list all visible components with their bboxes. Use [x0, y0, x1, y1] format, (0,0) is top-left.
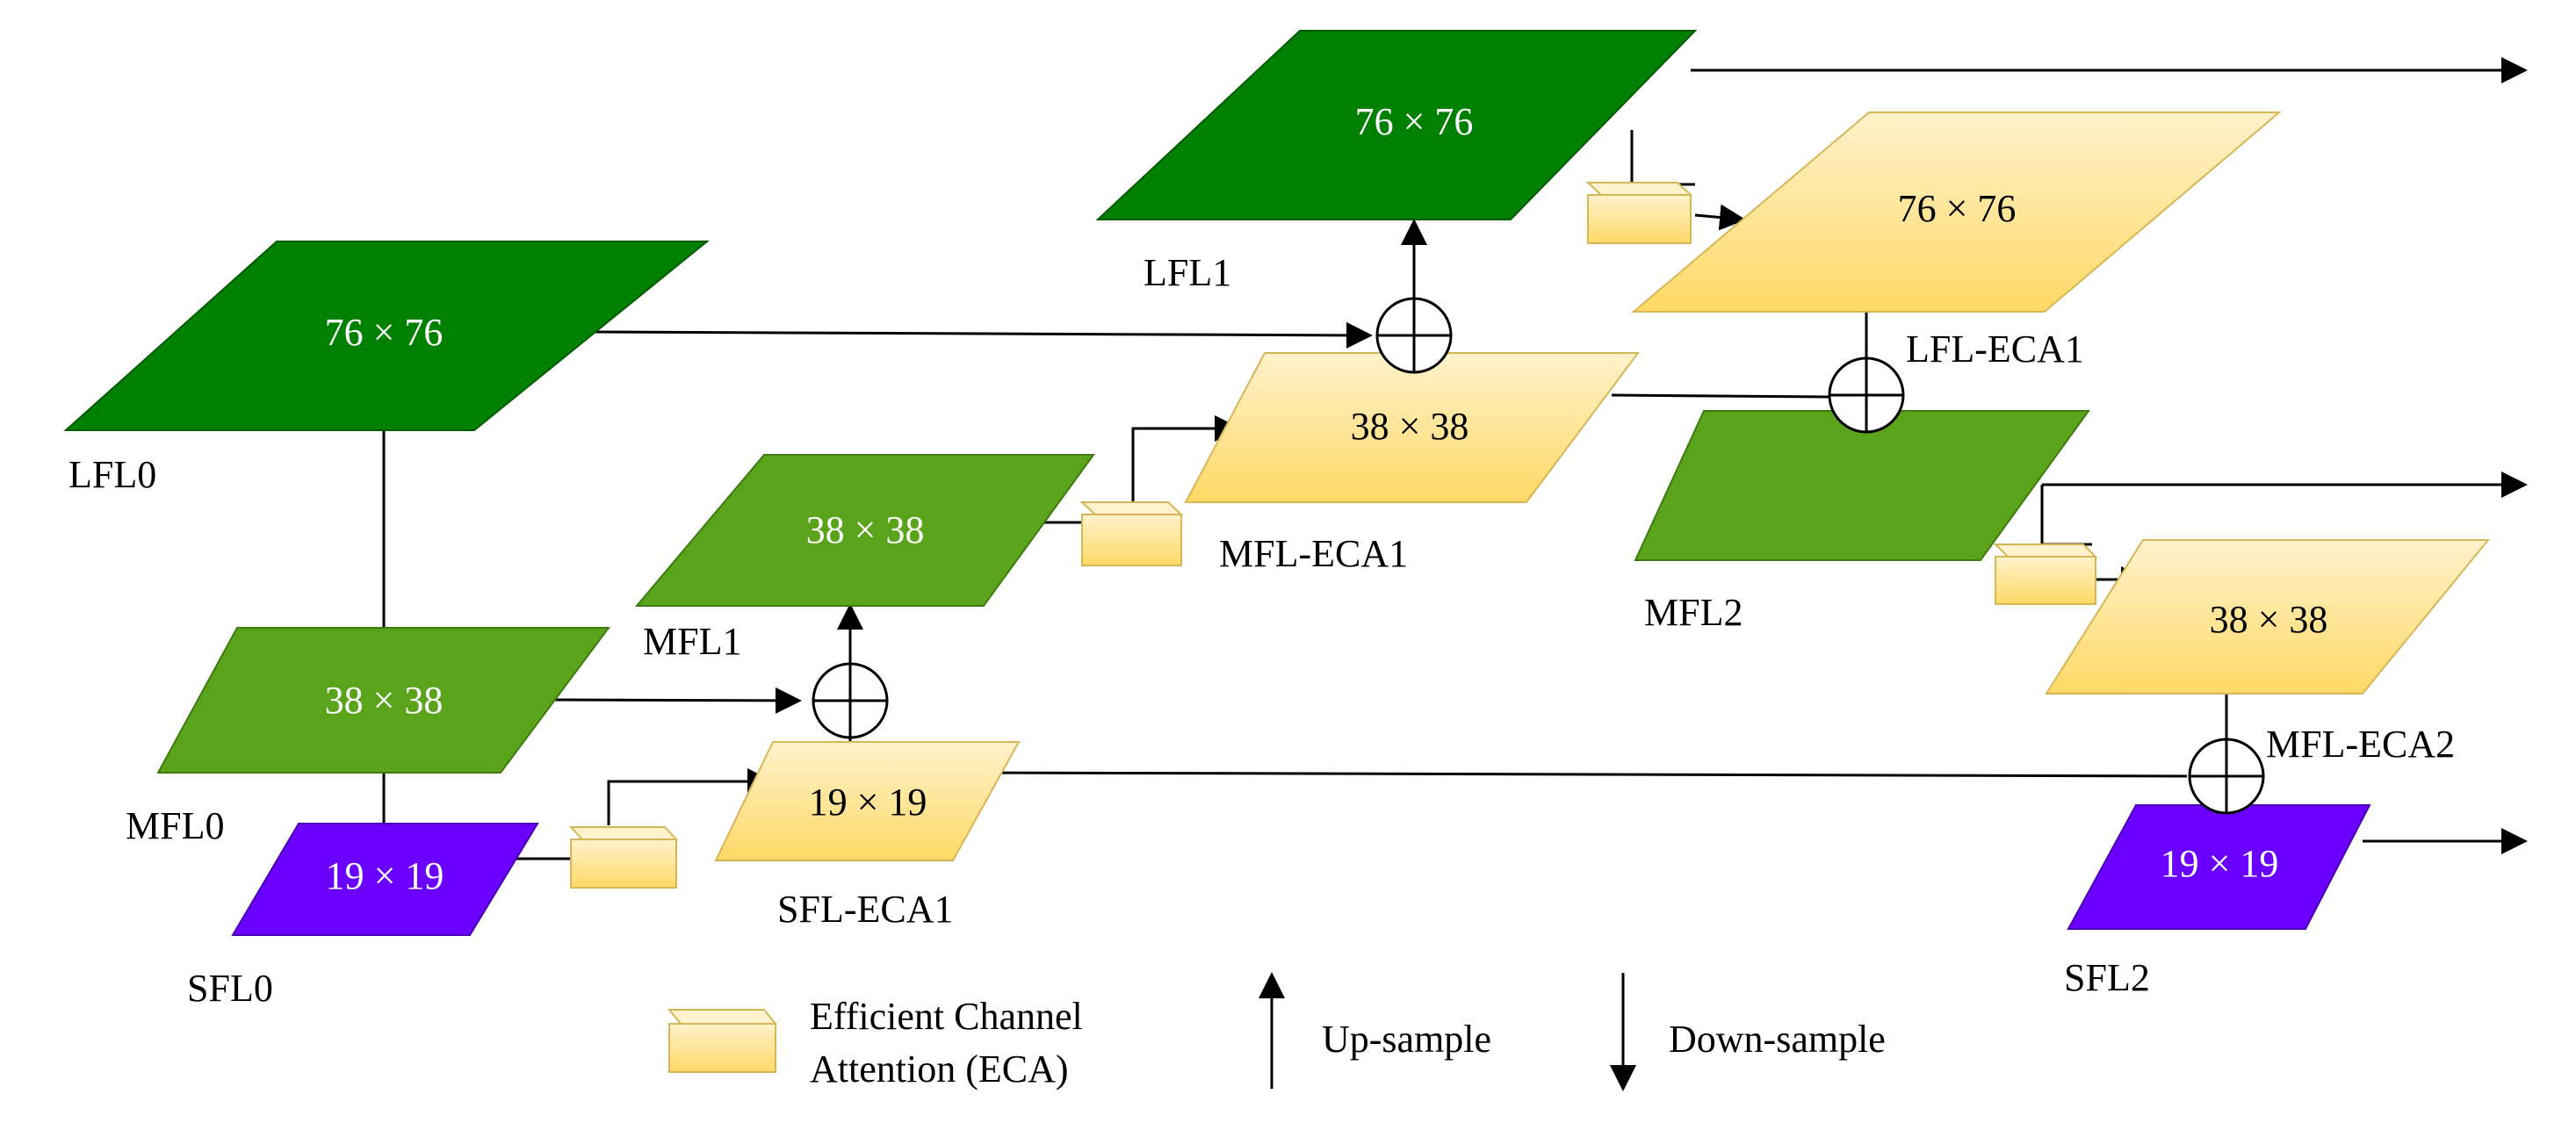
sfl2-feature-map: [2067, 804, 2371, 930]
edge-lfl1-to-eca: [1630, 130, 1695, 186]
lfl-eca1-size-label: 76 × 76: [1898, 187, 2017, 230]
legend-downsample-label: Down-sample: [1669, 1018, 1886, 1061]
sfl-eca1-size-label: 19 × 19: [809, 781, 927, 824]
sfl2-size-label: 19 × 19: [2161, 842, 2279, 885]
lfl-eca1-feature-map: [1631, 112, 2282, 313]
legend-eca-swatch: [667, 1009, 778, 1073]
mfl0-size-label: 38 × 38: [325, 679, 444, 722]
sfl0-name-label: SFL0: [187, 967, 273, 1010]
eca-block-lfl1: [1585, 182, 1693, 244]
mfl-eca2-feature-map: [2045, 539, 2491, 695]
mfl-eca1-size-label: 38 × 38: [1351, 405, 1469, 448]
lfl0-feature-map: [63, 241, 710, 431]
lfl-eca1-name-label: LFL-ECA1: [1906, 328, 2084, 371]
mfl-eca2-name-label: MFL-ECA2: [2266, 723, 2455, 766]
sfl0-feature-map: [231, 823, 539, 936]
sum-node-sfl2: [2188, 738, 2265, 815]
sum-node-lfl1: [1375, 297, 1453, 374]
lfl1-feature-map: [1095, 30, 1698, 220]
mfl2-feature-map: [1634, 410, 2090, 561]
lfl1-name-label: LFL1: [1144, 251, 1231, 294]
legend-upsample-label: Up-sample: [1322, 1018, 1491, 1061]
sum-node-mfl2: [1828, 356, 1905, 434]
mfl-eca1-feature-map: [1184, 352, 1640, 503]
sfl0-size-label: 19 × 19: [326, 854, 444, 897]
mfl-eca2-size-label: 38 × 38: [2210, 598, 2328, 641]
sfl-eca1-name-label: SFL-ECA1: [777, 888, 953, 931]
edge-lfl0-to-sum-lfl1: [592, 321, 1373, 349]
legend-eca-label-line2: Attention (ECA): [810, 1047, 1069, 1091]
lfl0-size-label: 76 × 76: [325, 311, 444, 354]
mfl0-name-label: MFL0: [126, 804, 224, 847]
edge-eca-to-sfl-eca1: [607, 768, 774, 825]
edge-eca-to-lfl-eca1: [1694, 204, 1746, 231]
eca-block-sfl0: [568, 826, 679, 889]
mfl-eca1-name-label: MFL-ECA1: [1219, 532, 1408, 575]
lfl1-size-label: 76 × 76: [1355, 100, 1474, 143]
mfl1-size-label: 38 × 38: [806, 508, 925, 551]
edge-mfl-eca1-to-sum-mfl2: [1611, 393, 1829, 399]
mfl1-feature-map: [634, 454, 1095, 607]
sum-node-mfl1: [812, 662, 889, 739]
legend-eca-label-line1: Efficient Channel: [810, 995, 1083, 1038]
sfl2-name-label: SFL2: [2064, 956, 2150, 999]
eca-block-mfl2: [1993, 544, 2098, 605]
mfl2-name-label: MFL2: [1644, 591, 1743, 634]
eca-block-mfl1: [1079, 501, 1184, 566]
edge-mfl0-to-sum-mfl1: [552, 687, 802, 714]
edge-mfl2-to-eca: [2040, 485, 2092, 546]
edge-eca-to-mfl-eca1: [1131, 415, 1241, 502]
sfl-eca1-feature-map: [714, 741, 1021, 861]
lfl0-name-label: LFL0: [69, 453, 156, 496]
mfl0-feature-map: [156, 627, 610, 774]
mfl1-name-label: MFL1: [643, 620, 741, 663]
legend: Efficient Channel Attention (ECA) Up-sam…: [667, 972, 1886, 1091]
edge-sfl-eca1-to-sum-sfl2: [983, 771, 2188, 778]
